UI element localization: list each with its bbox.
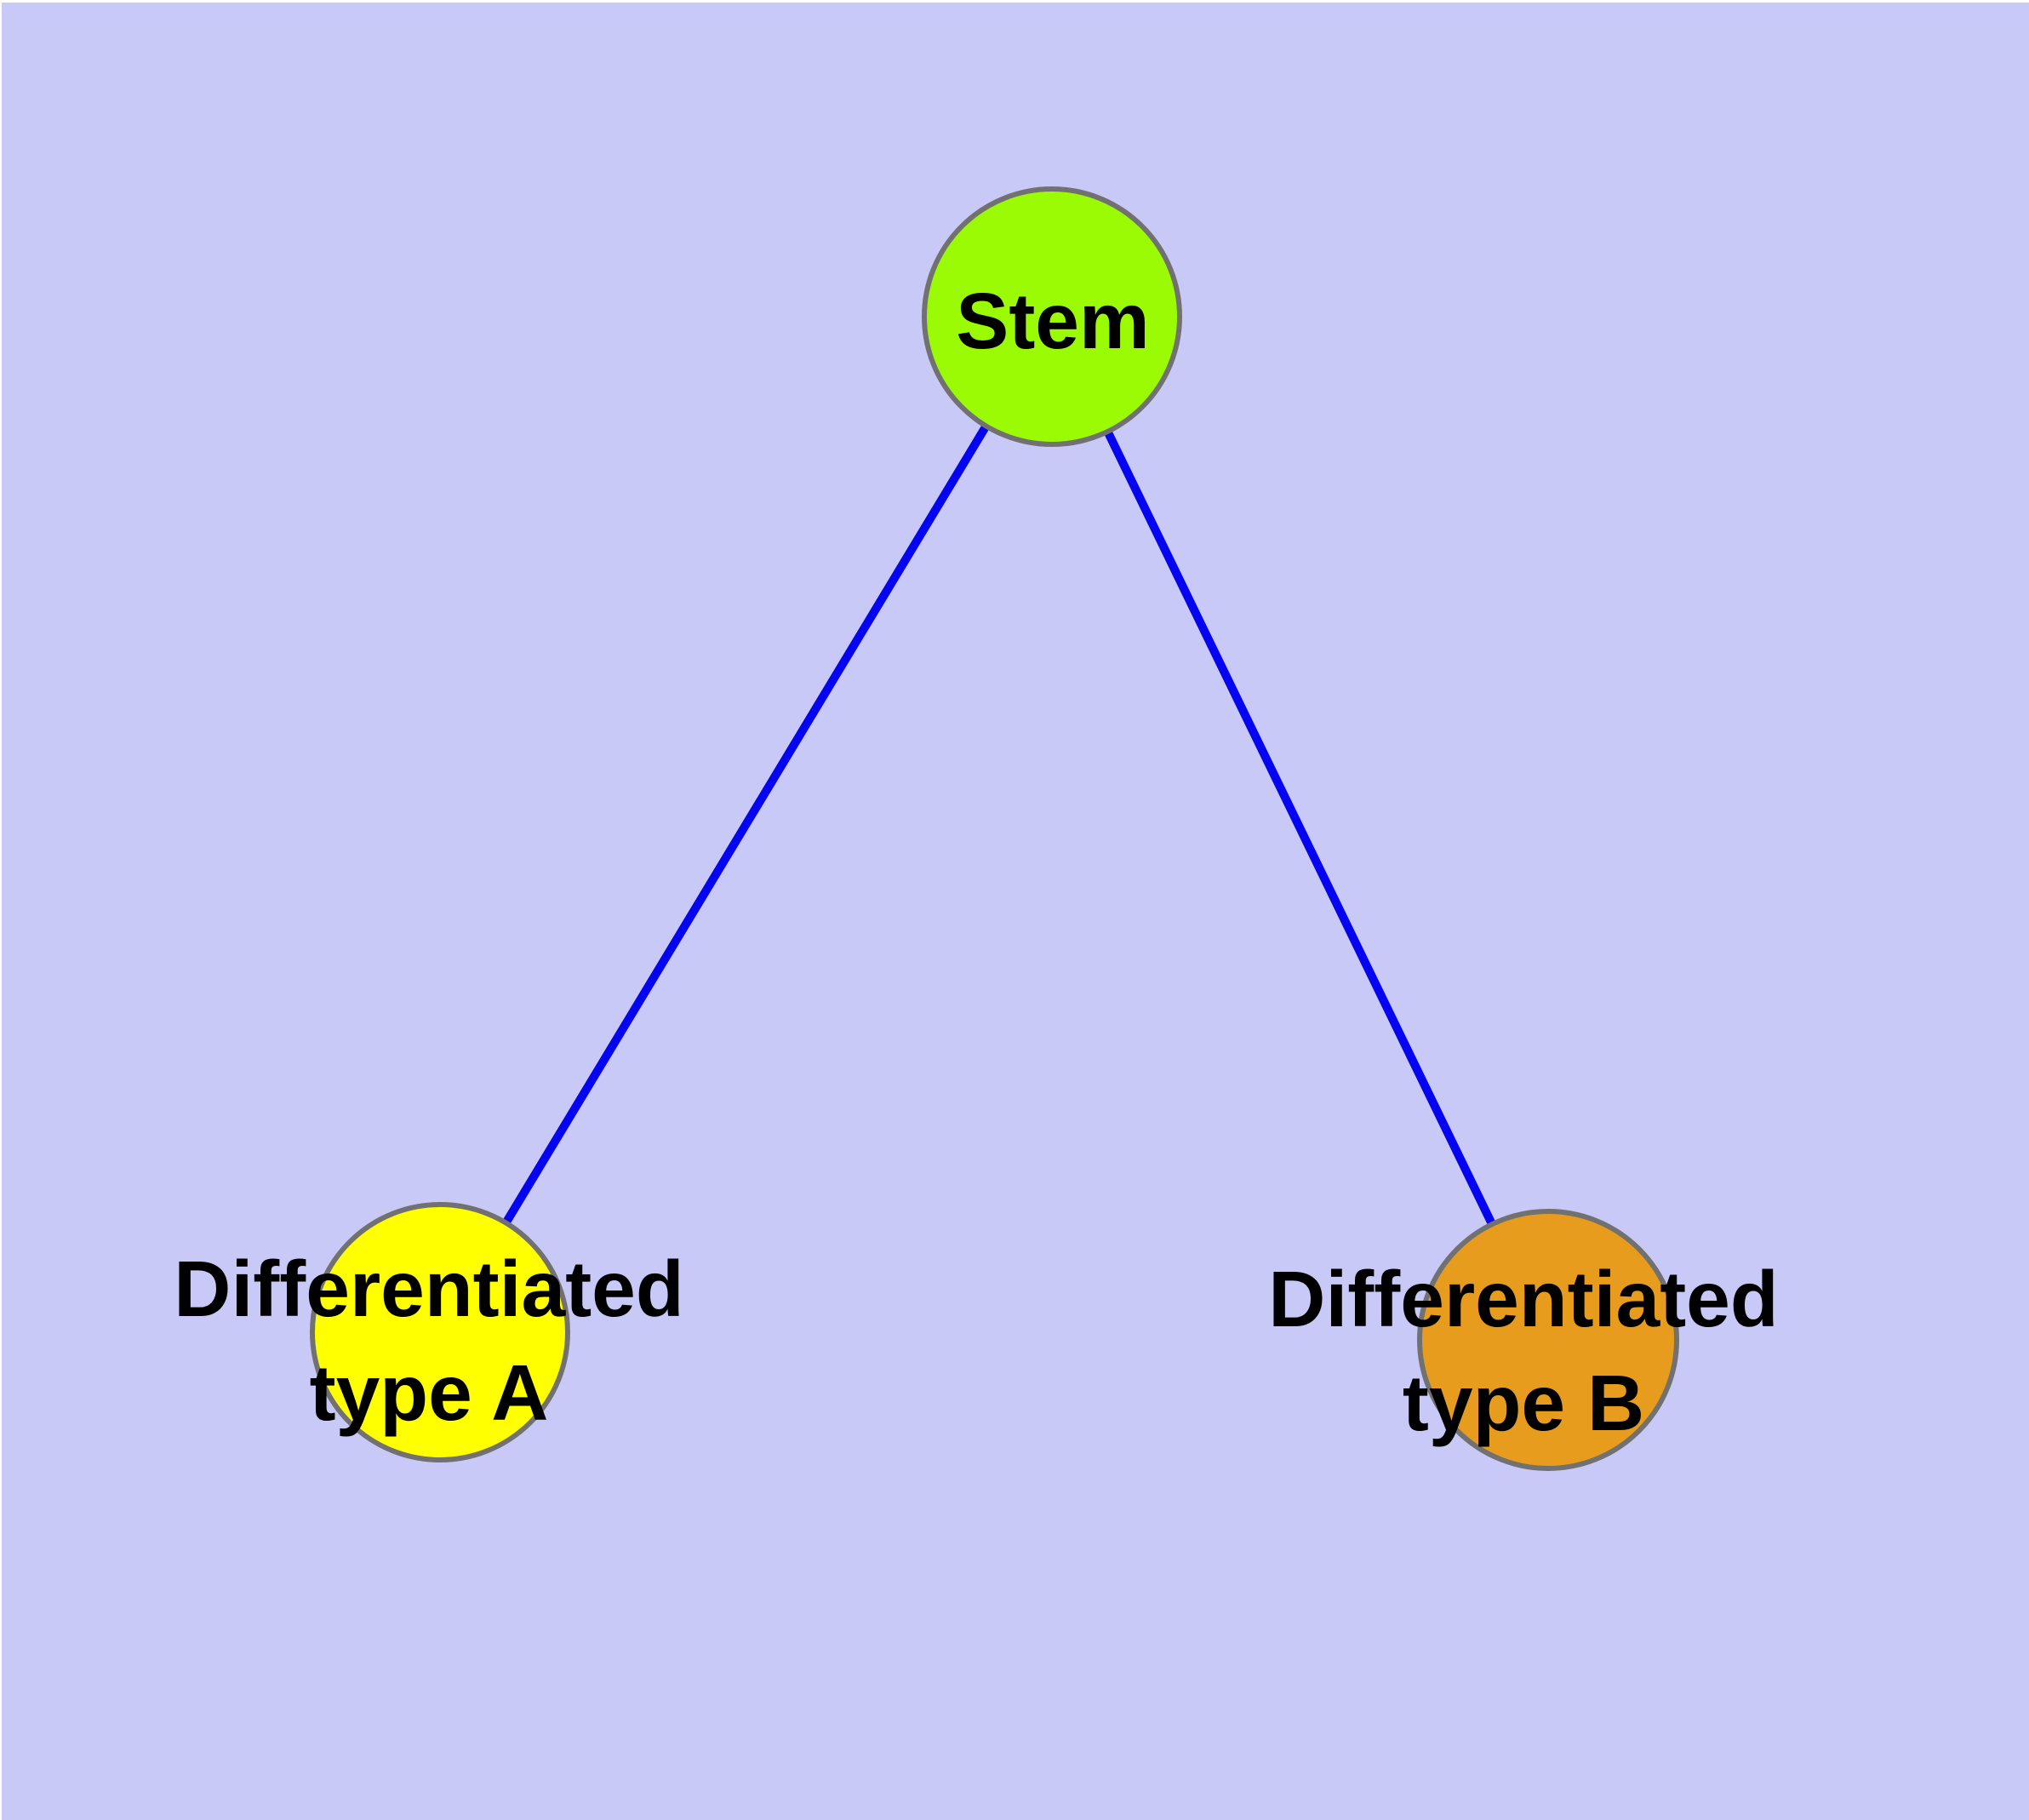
node-type-a-label-line1: Differentiated: [174, 1245, 684, 1333]
node-type-b-label-line2: type B: [1402, 1359, 1645, 1447]
node-type-a-label-line2: type A: [309, 1348, 549, 1437]
node-type-b-circle[interactable]: [1417, 1209, 1679, 1471]
edge-stem-to-type-b[interactable]: [1048, 314, 1552, 1342]
node-type-a-circle[interactable]: [310, 1202, 570, 1462]
edge-layer: [436, 314, 1552, 1342]
edge-stem-to-type-a[interactable]: [436, 314, 1056, 1335]
node-layer: [310, 186, 1679, 1471]
window-edge-left: [0, 0, 2, 1820]
node-type-a-label: Differentiated type A: [174, 1237, 683, 1445]
node-stem-circle[interactable]: [922, 186, 1182, 447]
node-type-b-label-line1: Differentiated: [1268, 1255, 1779, 1343]
node-type-b-label: Differentiated type B: [1268, 1247, 1778, 1455]
window-edge-top: [0, 0, 2029, 3]
node-stem-label: Stem: [956, 277, 1150, 365]
